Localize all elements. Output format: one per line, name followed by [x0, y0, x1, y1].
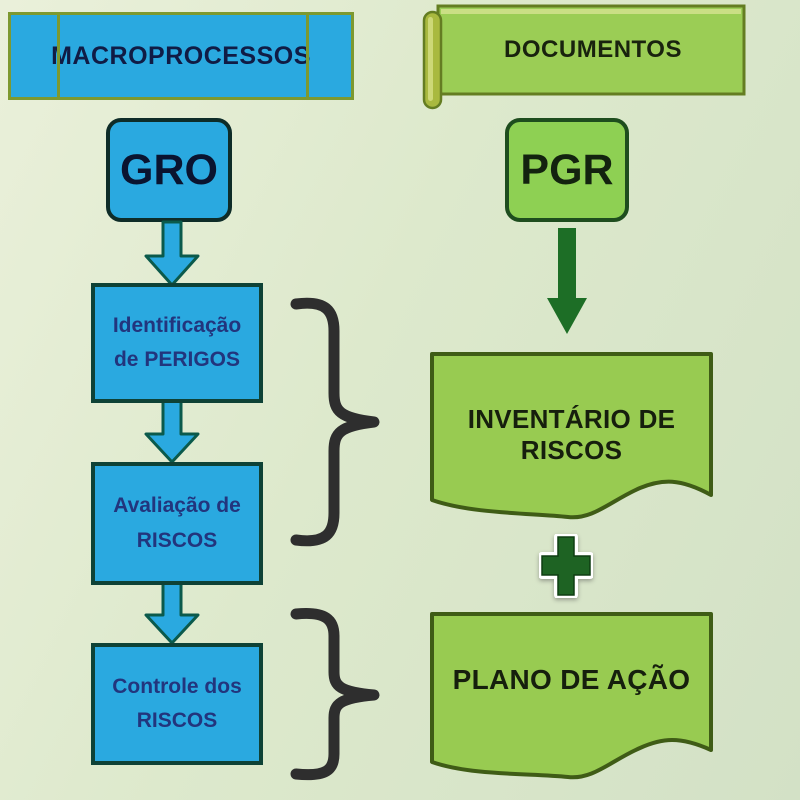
gro-node: GRO [106, 118, 232, 222]
inventario-riscos-label: INVENTÁRIO DE RISCOS [467, 404, 676, 465]
arrow-down-icon [144, 220, 200, 287]
documentos-title: DOCUMENTOS [504, 36, 682, 63]
step-label-line2: RISCOS [136, 528, 218, 552]
gro-label: GRO [120, 145, 218, 194]
right-curly-brace-icon [290, 297, 380, 547]
plus-icon [539, 534, 593, 598]
step-avaliacao-riscos: Avaliação de RISCOS [91, 462, 263, 585]
step-controle-riscos: Controle dos RISCOS [91, 643, 263, 765]
pgr-label: PGR [520, 145, 614, 194]
plano-de-acao-label: PLANO DE AÇÃO [452, 664, 691, 695]
arrow-down-icon [547, 228, 587, 334]
step-label-line2: RISCOS [136, 709, 218, 732]
inventario-riscos-document-shape [430, 352, 713, 520]
macroprocessos-title: MACROPROCESSOS [51, 41, 311, 70]
documentos-header-banner [422, 4, 746, 110]
pgr-node: PGR [505, 118, 629, 222]
arrow-down-icon [144, 580, 200, 645]
right-curly-brace-icon [290, 607, 380, 781]
plano-de-acao-document-shape [430, 612, 713, 780]
step-label-line1: Avaliação de [113, 494, 241, 518]
arrow-down-icon [144, 399, 200, 464]
step-label-line1: Identificação [112, 313, 242, 337]
step-label-line1: Controle dos [112, 674, 242, 698]
step-identificacao-perigos: Identificação de PERIGOS [91, 283, 263, 403]
step-label-line2: de PERIGOS [113, 348, 241, 371]
banner-divider-left [57, 15, 60, 97]
macroprocessos-header-banner: MACROPROCESSOS [8, 12, 354, 100]
banner-divider-right [306, 15, 309, 97]
